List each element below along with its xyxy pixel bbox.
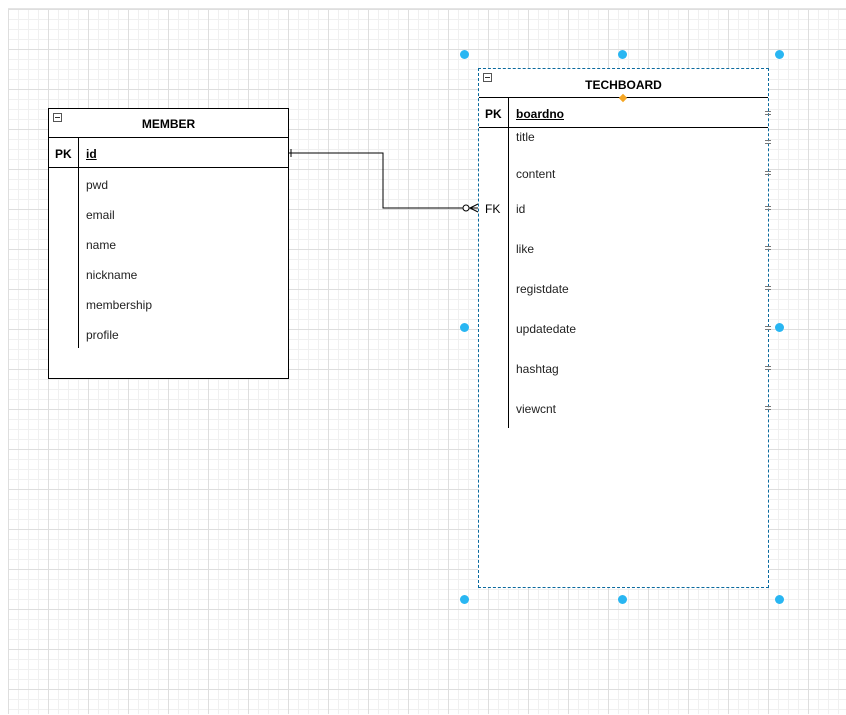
- connection-point-marker[interactable]: [765, 206, 771, 210]
- key-column-divider: [78, 138, 79, 348]
- entity-techboard-title: TECHBOARD: [585, 78, 662, 92]
- connection-point-marker[interactable]: [765, 111, 771, 115]
- resize-handle-middle-left[interactable]: [460, 323, 469, 332]
- entity-member-header: MEMBER: [49, 109, 288, 138]
- techboard-field-like[interactable]: like: [516, 242, 535, 256]
- entity-member[interactable]: MEMBER PK id pwd email name nickname mem…: [48, 108, 289, 379]
- connection-point-marker[interactable]: [765, 286, 771, 290]
- resize-handle-top-right[interactable]: [775, 50, 784, 59]
- techboard-field-id[interactable]: id: [516, 202, 526, 216]
- key-column-divider: [508, 98, 509, 428]
- resize-handle-top-left[interactable]: [460, 50, 469, 59]
- member-field-name[interactable]: name: [86, 238, 117, 252]
- pk-label: PK: [55, 147, 72, 161]
- techboard-field-hashtag[interactable]: hashtag: [516, 362, 559, 376]
- member-pk-field: id: [86, 147, 97, 161]
- fk-label: FK: [485, 202, 501, 216]
- connection-point-marker[interactable]: [765, 171, 771, 175]
- member-field-membership[interactable]: membership: [86, 298, 153, 312]
- member-field-email[interactable]: email: [86, 208, 115, 222]
- resize-handle-bottom-left[interactable]: [460, 595, 469, 604]
- resize-handle-middle-right[interactable]: [775, 323, 784, 332]
- member-field-profile[interactable]: profile: [86, 328, 119, 342]
- entity-member-title: MEMBER: [141, 117, 196, 131]
- connection-point-marker[interactable]: [765, 326, 771, 330]
- resize-handle-bottom-right[interactable]: [775, 595, 784, 604]
- connection-point-marker[interactable]: [765, 366, 771, 370]
- member-field-pwd[interactable]: pwd: [86, 178, 109, 192]
- techboard-pk-field: boardno: [516, 107, 564, 121]
- entity-techboard-pk-row[interactable]: PK boardno: [479, 98, 768, 128]
- resize-handle-top-center[interactable]: [618, 50, 627, 59]
- collapse-icon[interactable]: [483, 73, 492, 82]
- techboard-field-updatedate[interactable]: updatedate: [516, 322, 577, 336]
- connection-point-marker[interactable]: [765, 246, 771, 250]
- techboard-field-content[interactable]: content: [516, 167, 556, 181]
- connection-point-marker[interactable]: [765, 140, 771, 144]
- techboard-field-registdate[interactable]: registdate: [516, 282, 569, 296]
- pk-label: PK: [485, 107, 502, 121]
- techboard-field-viewcnt[interactable]: viewcnt: [516, 402, 557, 416]
- collapse-icon[interactable]: [53, 113, 62, 122]
- entity-member-pk-row[interactable]: PK id: [49, 138, 288, 168]
- techboard-field-title[interactable]: title: [516, 130, 535, 144]
- entity-techboard[interactable]: TECHBOARD PK boardno title content FK id…: [478, 68, 771, 588]
- member-field-nickname[interactable]: nickname: [86, 268, 138, 282]
- connection-point-marker[interactable]: [765, 406, 771, 410]
- resize-handle-bottom-center[interactable]: [618, 595, 627, 604]
